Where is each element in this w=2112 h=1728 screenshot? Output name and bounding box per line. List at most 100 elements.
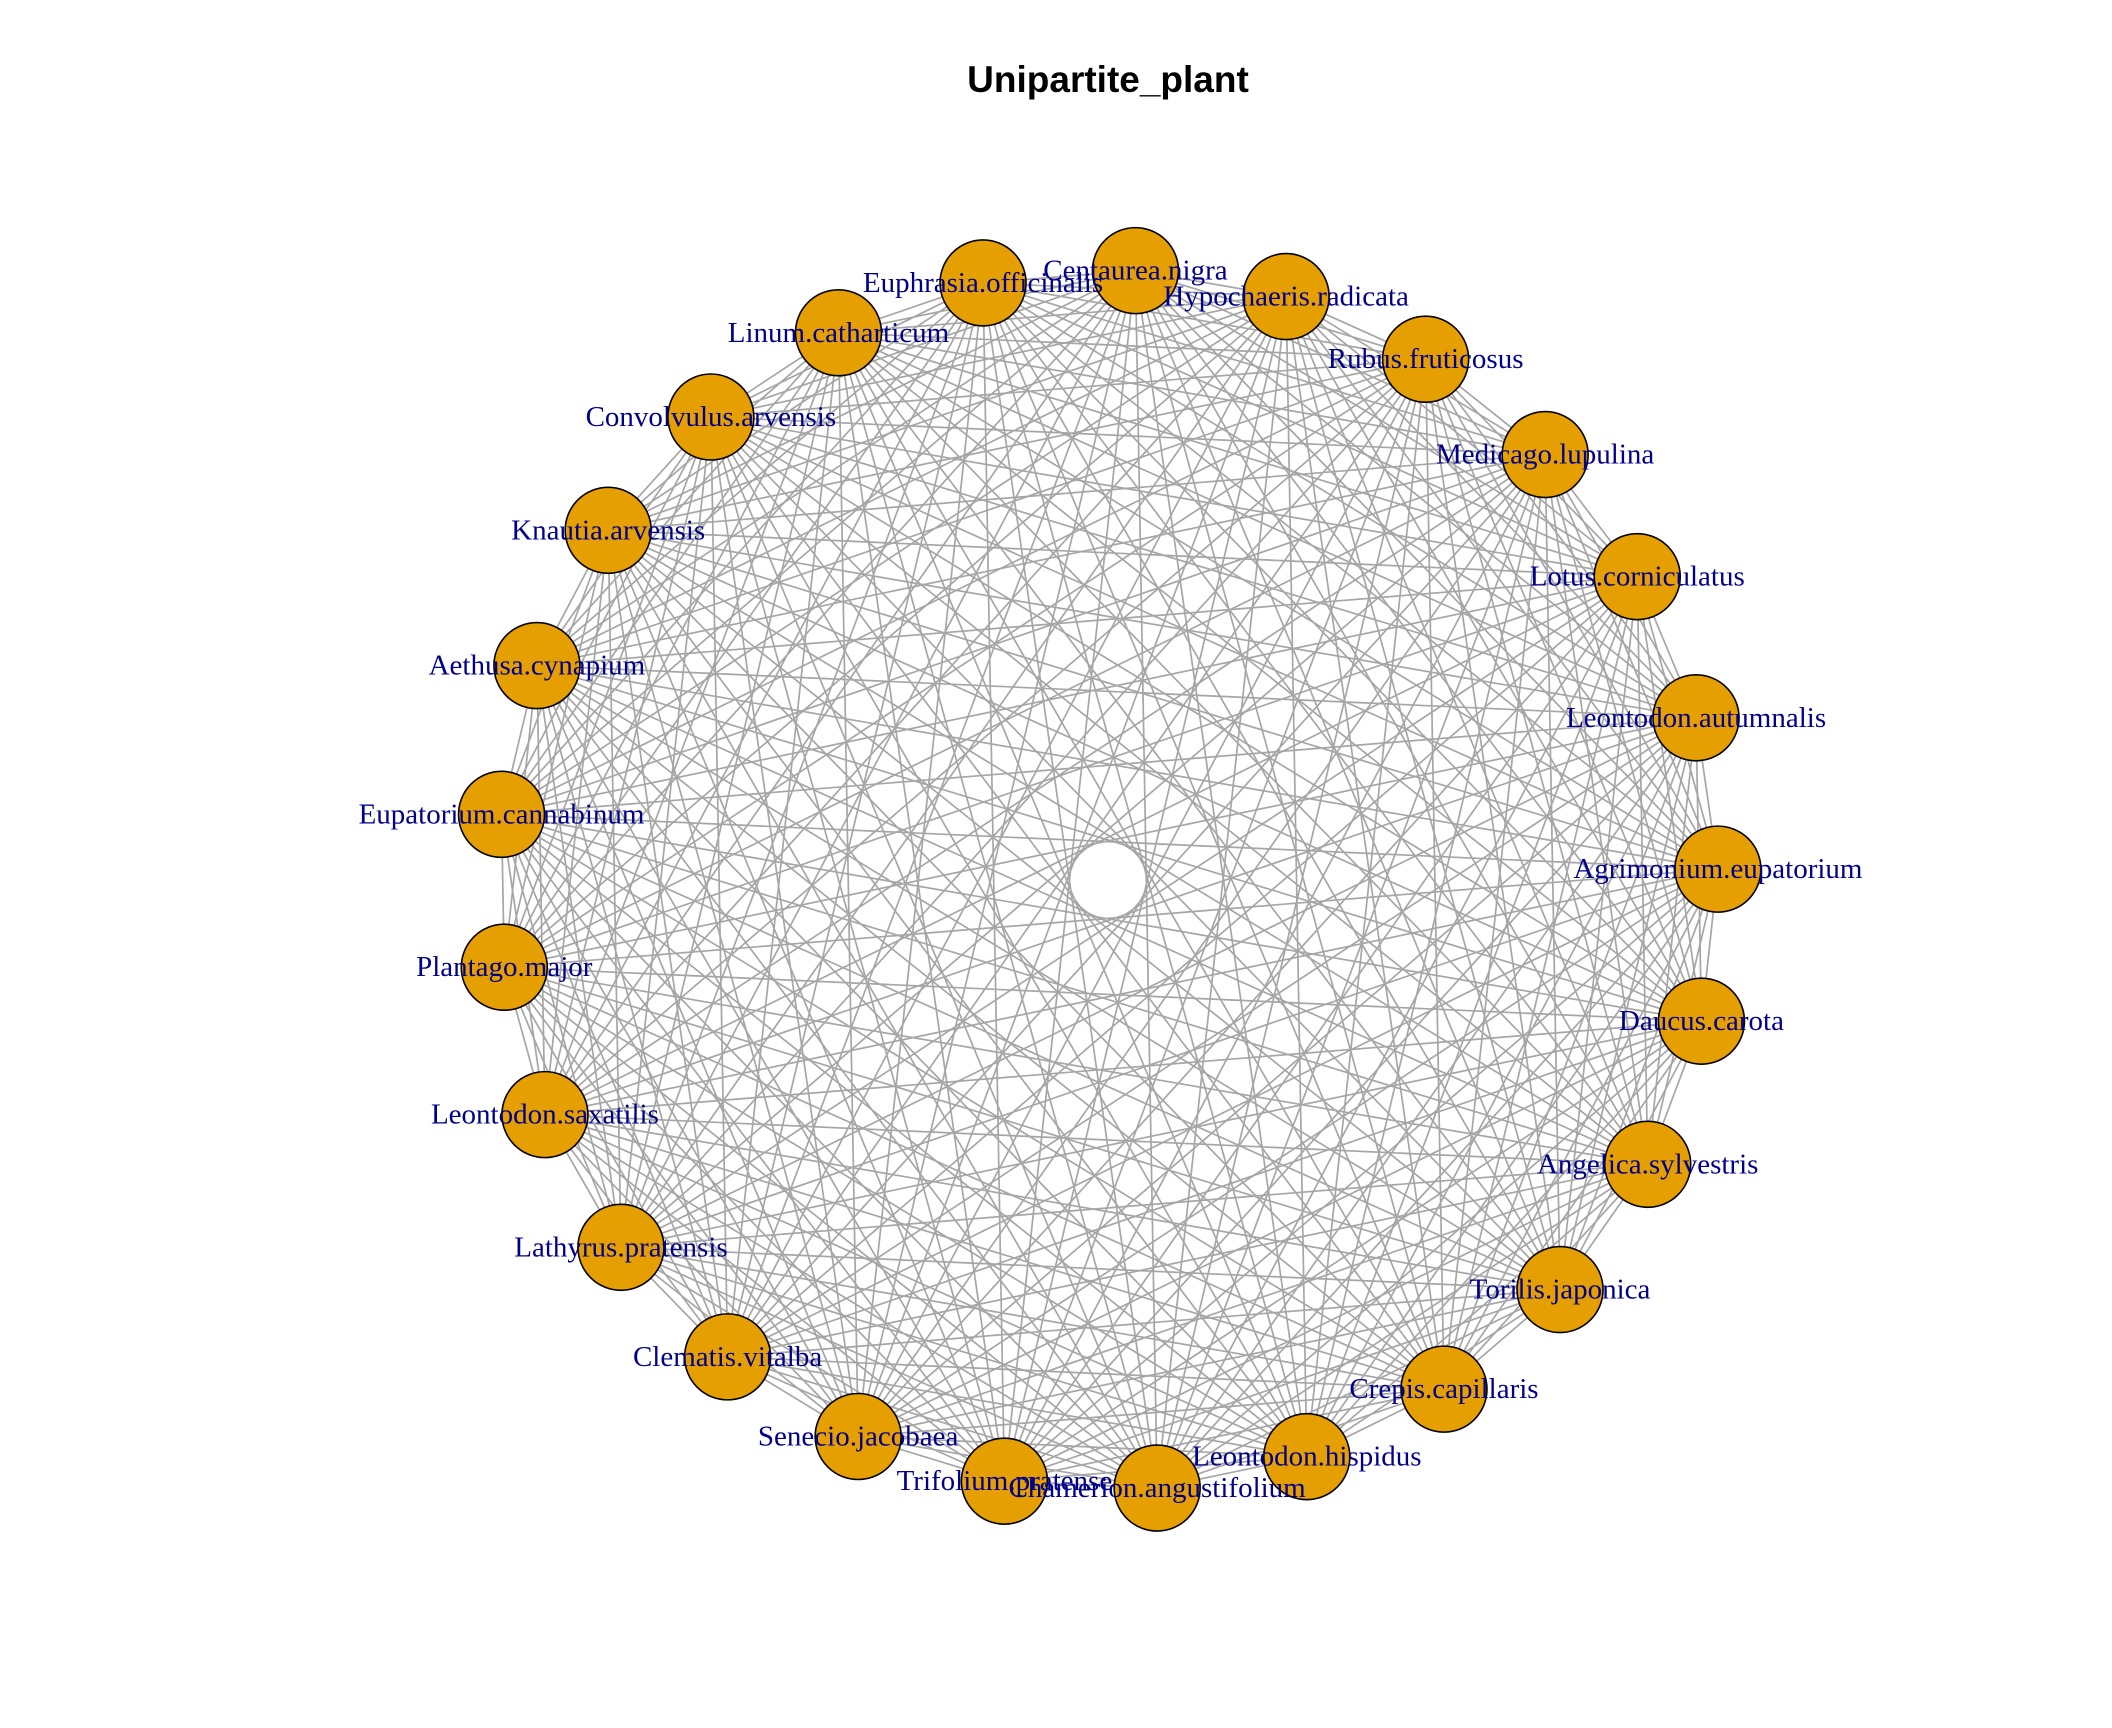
edge <box>1306 1020 1703 1458</box>
node-label: Senecio.jacobaea <box>758 1420 959 1452</box>
edge <box>1156 868 1719 1489</box>
node-aethusa-cynapium <box>493 621 581 710</box>
edge <box>1004 1288 1561 1482</box>
edge <box>1424 359 1561 1290</box>
edge <box>501 575 1638 816</box>
edge <box>503 966 729 1358</box>
edge <box>504 868 1718 969</box>
edge <box>620 1246 1005 1482</box>
edge <box>982 282 1445 1390</box>
edge <box>1156 1163 1649 1489</box>
node-label: Torilis.japonica <box>1470 1274 1651 1306</box>
node-eupatorium-cannabinum <box>457 770 546 859</box>
edge <box>608 453 1546 532</box>
edge <box>503 453 1546 968</box>
edge <box>1285 296 1649 1165</box>
node-leontodon-autumnalis <box>1652 673 1740 762</box>
edge <box>501 295 1287 816</box>
node-label: Leontodon.saxatilis <box>431 1099 659 1131</box>
edge <box>982 282 1638 578</box>
edge <box>608 358 1426 532</box>
edge <box>544 530 610 1115</box>
edge <box>620 1246 1445 1390</box>
edge <box>982 282 1546 456</box>
edge <box>536 665 859 1437</box>
edge <box>1544 454 1561 1290</box>
edge <box>620 296 1287 1248</box>
edge <box>1134 269 1638 578</box>
node-label: Lotus.corniculatus <box>1530 561 1745 593</box>
edge <box>837 332 1702 1022</box>
edge <box>1646 717 1697 1165</box>
edge <box>536 665 729 1358</box>
edge <box>544 1113 1005 1482</box>
node-label: Chamerion.angustifolium <box>1009 1472 1307 1504</box>
edge <box>536 332 840 667</box>
edge <box>838 331 1426 361</box>
edge <box>501 813 1718 870</box>
nodes-layer <box>457 226 1762 1532</box>
edge <box>501 813 1702 1022</box>
edge <box>503 966 1445 1390</box>
edge <box>1003 868 1719 1482</box>
edge <box>501 453 1546 816</box>
edge <box>982 282 1703 1022</box>
node-label: Aethusa.cynapium <box>429 650 646 682</box>
edge <box>503 966 1158 1489</box>
node-torilis-japonica <box>1516 1245 1604 1334</box>
edge <box>858 1435 1307 1458</box>
edge <box>500 269 1136 815</box>
edge <box>500 814 729 1358</box>
edge <box>1003 454 1546 1482</box>
edge <box>544 1020 1702 1116</box>
edge <box>536 664 1697 719</box>
edge <box>726 282 984 1358</box>
edge <box>1156 454 1546 1489</box>
edge <box>536 282 984 667</box>
node-convolvulus-arvensis <box>667 373 755 461</box>
edge <box>607 530 622 1248</box>
edge <box>1559 717 1697 1290</box>
edge <box>1134 270 1445 1390</box>
node-knautia-arvensis <box>564 486 652 575</box>
edge <box>837 332 1006 1482</box>
edge <box>1003 576 1638 1482</box>
edge <box>503 358 1427 968</box>
edge <box>710 416 1158 1489</box>
edge <box>982 282 1158 1489</box>
edge <box>837 332 860 1437</box>
node-leontodon-saxatilis <box>501 1070 589 1159</box>
edge <box>536 358 1426 667</box>
edge <box>837 332 1308 1458</box>
edge <box>1636 576 1649 1165</box>
node-label: Knautia.arvensis <box>511 514 705 546</box>
edge <box>726 358 1427 1358</box>
edge <box>607 530 859 1437</box>
edge <box>982 282 1426 361</box>
edge <box>544 358 1427 1116</box>
edge <box>710 416 1719 870</box>
edge <box>1003 296 1287 1482</box>
edge <box>536 664 1445 1390</box>
node-label: Agrimonium.eupatorium <box>1573 853 1863 885</box>
edge <box>727 1356 1158 1489</box>
edge <box>1134 270 1308 1457</box>
node-label: Hypochaeris.radicata <box>1163 281 1409 313</box>
node-label: Angelica.sylvestris <box>1537 1148 1758 1180</box>
edge <box>1424 358 1649 1165</box>
edge <box>1134 270 1561 1290</box>
node-rubus-fruticosus <box>1381 315 1470 404</box>
node-label: Daucus.carota <box>1619 1005 1784 1037</box>
node-linum-catharticum <box>794 288 883 377</box>
edge <box>544 575 1638 1116</box>
edge <box>503 966 1006 1482</box>
edge <box>1003 1020 1702 1482</box>
edge <box>536 295 1287 667</box>
edge <box>1156 1288 1561 1489</box>
node-label: Plantago.major <box>416 951 593 983</box>
edge <box>982 282 1561 1291</box>
edge <box>544 282 984 1116</box>
edge <box>1544 454 1703 1022</box>
edge <box>857 282 984 1437</box>
edge <box>544 416 712 1115</box>
